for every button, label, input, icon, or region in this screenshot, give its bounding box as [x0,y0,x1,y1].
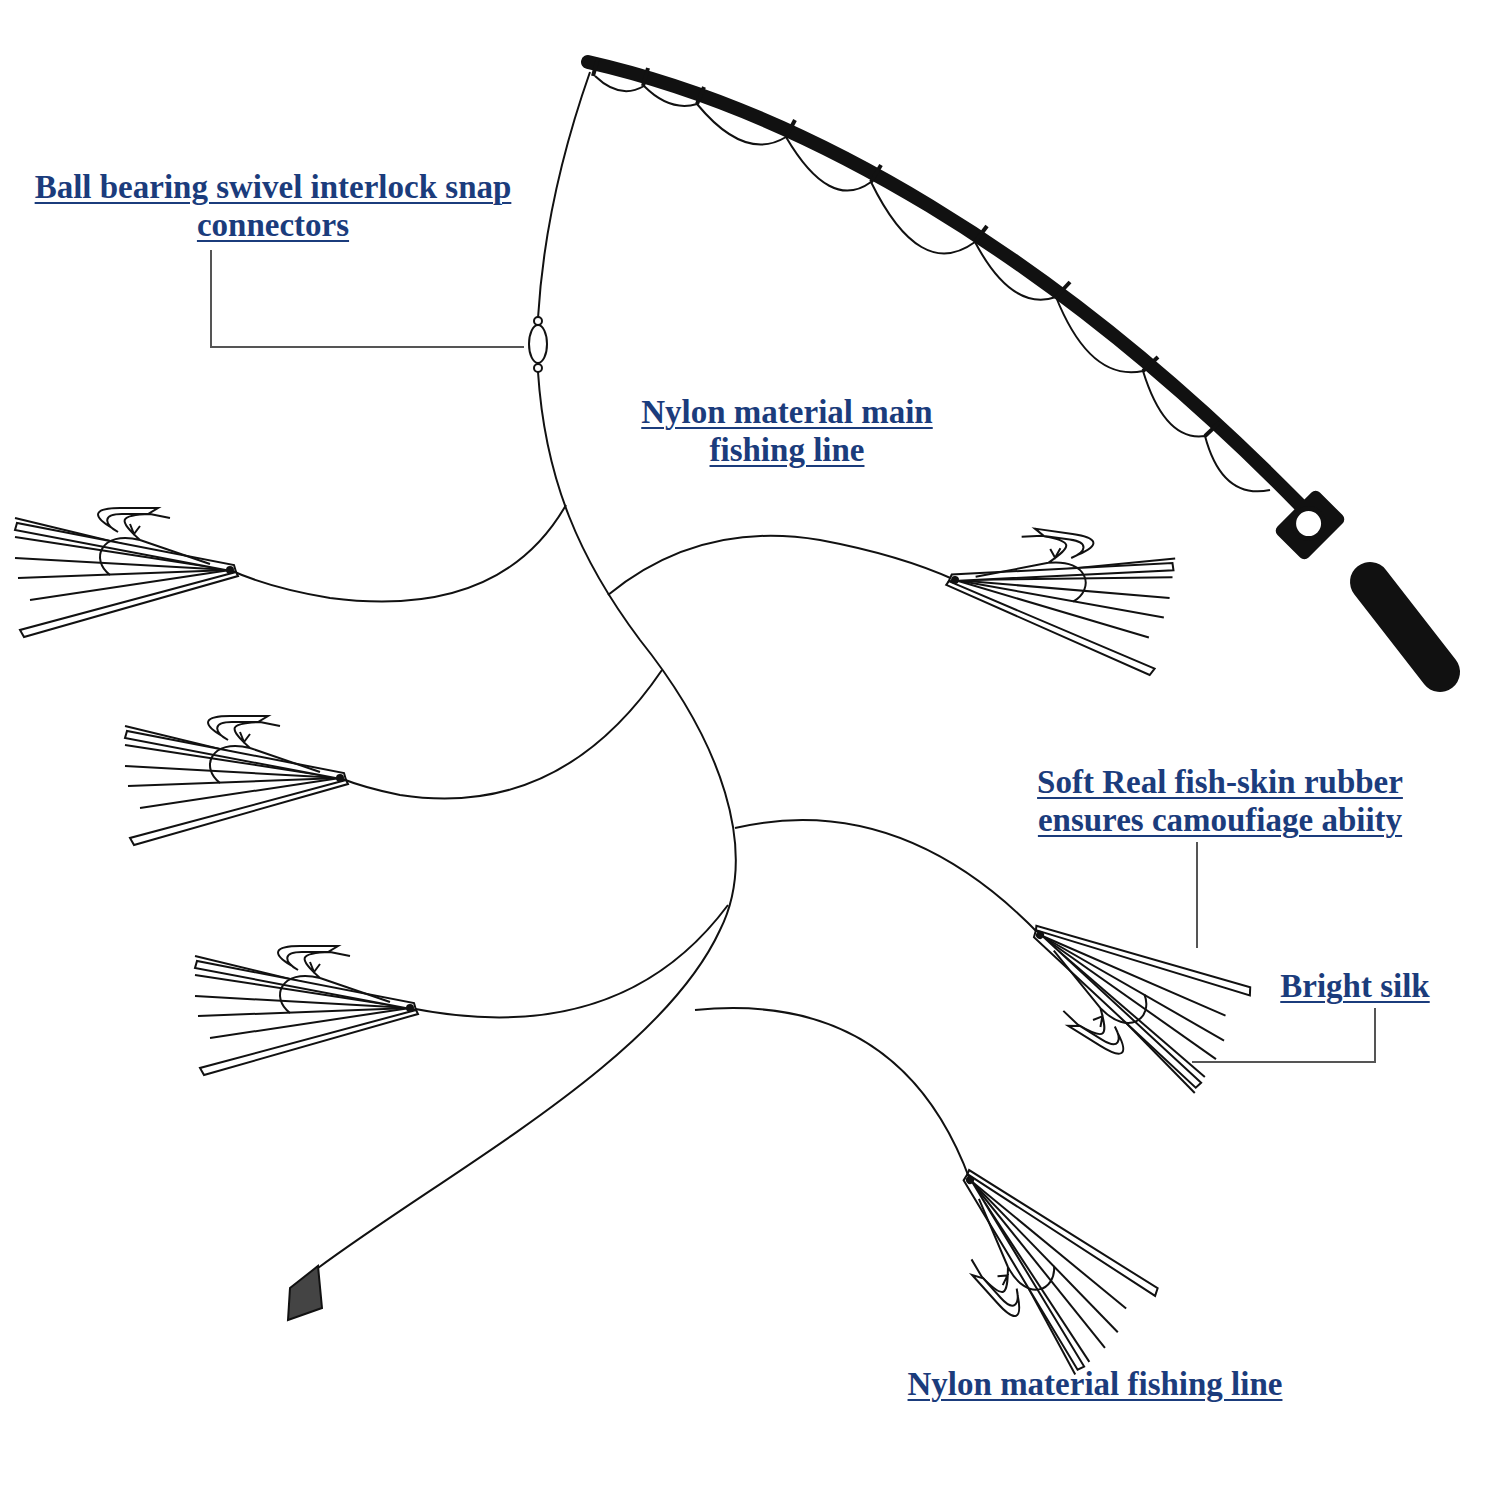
callout-label: Nylon material main fishing line [597,393,977,469]
main-line [318,72,736,1268]
leader-lines [211,250,1375,1062]
callout-label: Ball bearing swivel interlock snap conne… [22,168,524,244]
dropper-lines [230,505,1040,1180]
callout-label: Bright silk [1255,967,1455,1005]
sinker [288,1266,322,1320]
callout-label: Nylon material fishing line [855,1365,1335,1403]
lures [15,508,1258,1381]
callout-label: Soft Real fish-skin rubber ensures camou… [985,763,1455,839]
